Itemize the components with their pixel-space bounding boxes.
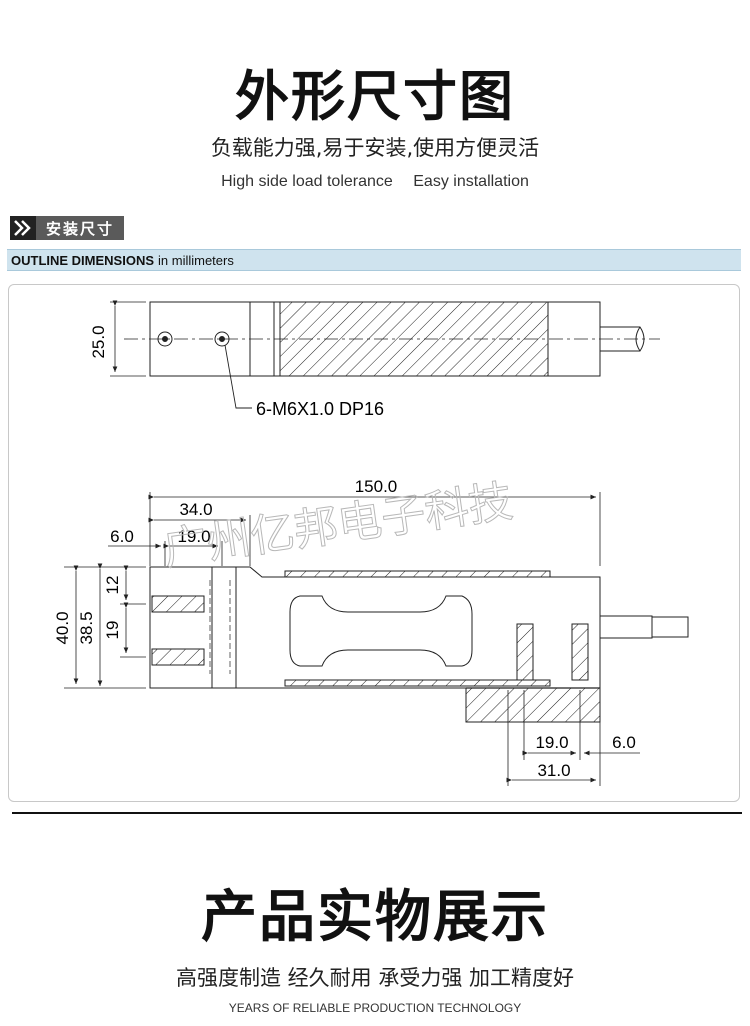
dim-6-top: 6.0	[110, 527, 134, 546]
dim-12: 12	[103, 576, 122, 595]
section-title-outline: 外形尺寸图	[235, 65, 515, 128]
outline-dimensions-title: OUTLINE DIMENSIONS	[11, 252, 155, 268]
dim-25: 25.0	[89, 325, 108, 358]
subtitle-en-side-load: High side load tolerance	[221, 173, 393, 190]
top-hole-1	[157, 331, 173, 347]
double-chevron-right-icon	[10, 216, 36, 240]
dim-19-top: 19.0	[177, 527, 210, 546]
outline-dimensions-bar: OUTLINE DIMENSIONS in millimeters	[7, 249, 741, 271]
section2-subtitle-en: YEARS OF RELIABLE PRODUCTION TECHNOLOGY	[228, 1001, 522, 1015]
outline-dimensions-unit: in millimeters	[158, 252, 234, 268]
section-subtitle-cn: 负载能力强,易于安装,使用方便灵活	[210, 136, 540, 160]
install-dimension-badge: 安装尺寸	[10, 216, 125, 240]
dim-150: 150.0	[355, 477, 398, 496]
dim-40: 40.0	[53, 611, 72, 644]
mounting-base	[465, 687, 601, 723]
top-view	[110, 300, 660, 409]
dim-6-bottom: 6.0	[612, 733, 636, 752]
side-view-cutout	[289, 595, 473, 667]
section-divider	[12, 812, 742, 814]
section-title-product: 产品实物展示	[201, 885, 549, 950]
dim-34: 34.0	[179, 500, 212, 519]
drawing-frame	[8, 284, 740, 802]
dim-38-5: 38.5	[77, 611, 96, 644]
side-view	[64, 492, 689, 786]
section-subtitle-en: High side load tolerance Easy installati…	[0, 173, 750, 191]
top-hole-2	[214, 331, 230, 347]
side-cable	[600, 615, 653, 639]
section2-subtitle-cn: 高强度制造 经久耐用 承受力强 加工精度好	[175, 966, 575, 990]
side-view-body	[149, 566, 601, 689]
badge-label: 安装尺寸	[36, 216, 125, 240]
watermark: 广州亿邦电子科技	[160, 476, 516, 575]
thread-note: 6-M6X1.0 DP16	[256, 399, 384, 419]
dim-31: 31.0	[537, 761, 570, 780]
dim-19-side: 19	[103, 621, 122, 640]
dim-19-bottom: 19.0	[535, 733, 568, 752]
subtitle-en-installation: Easy installation	[413, 173, 529, 190]
